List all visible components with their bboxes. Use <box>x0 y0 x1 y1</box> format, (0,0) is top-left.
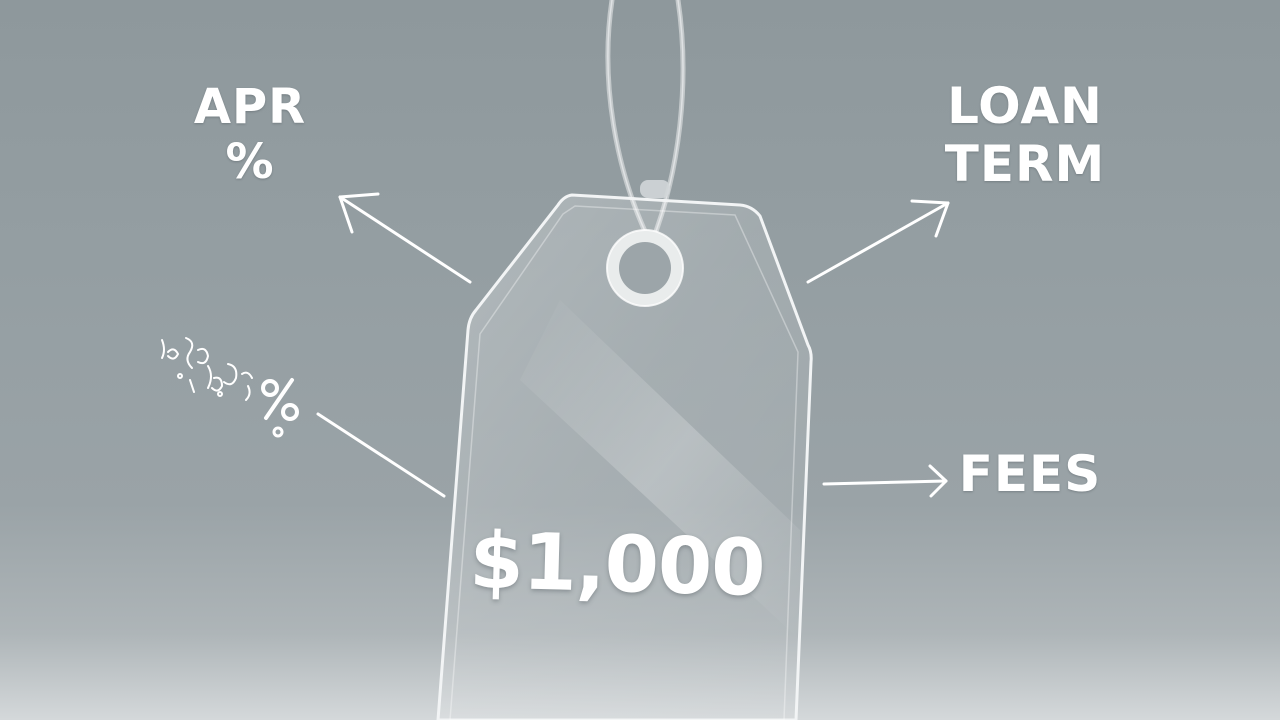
loan-term-label-line2: TERM <box>944 134 1106 193</box>
tag-eyelet <box>606 229 684 307</box>
arrow-right-icon <box>822 464 948 498</box>
arrow-up-right-icon <box>806 199 950 284</box>
apr-label: APR % <box>170 79 330 191</box>
arrow-up-left-icon <box>338 192 472 284</box>
fees-label: FEES <box>958 445 1102 503</box>
apr-label-line2: % <box>225 134 275 191</box>
loan-term-label: LOAN TERM <box>930 77 1120 193</box>
loan-term-label-line1: LOAN <box>947 77 1103 135</box>
scribbled-note-icon <box>161 337 299 438</box>
apr-label-line1: APR <box>193 79 307 135</box>
tag-price: $1,000 <box>468 516 766 614</box>
line-icon <box>316 412 446 498</box>
